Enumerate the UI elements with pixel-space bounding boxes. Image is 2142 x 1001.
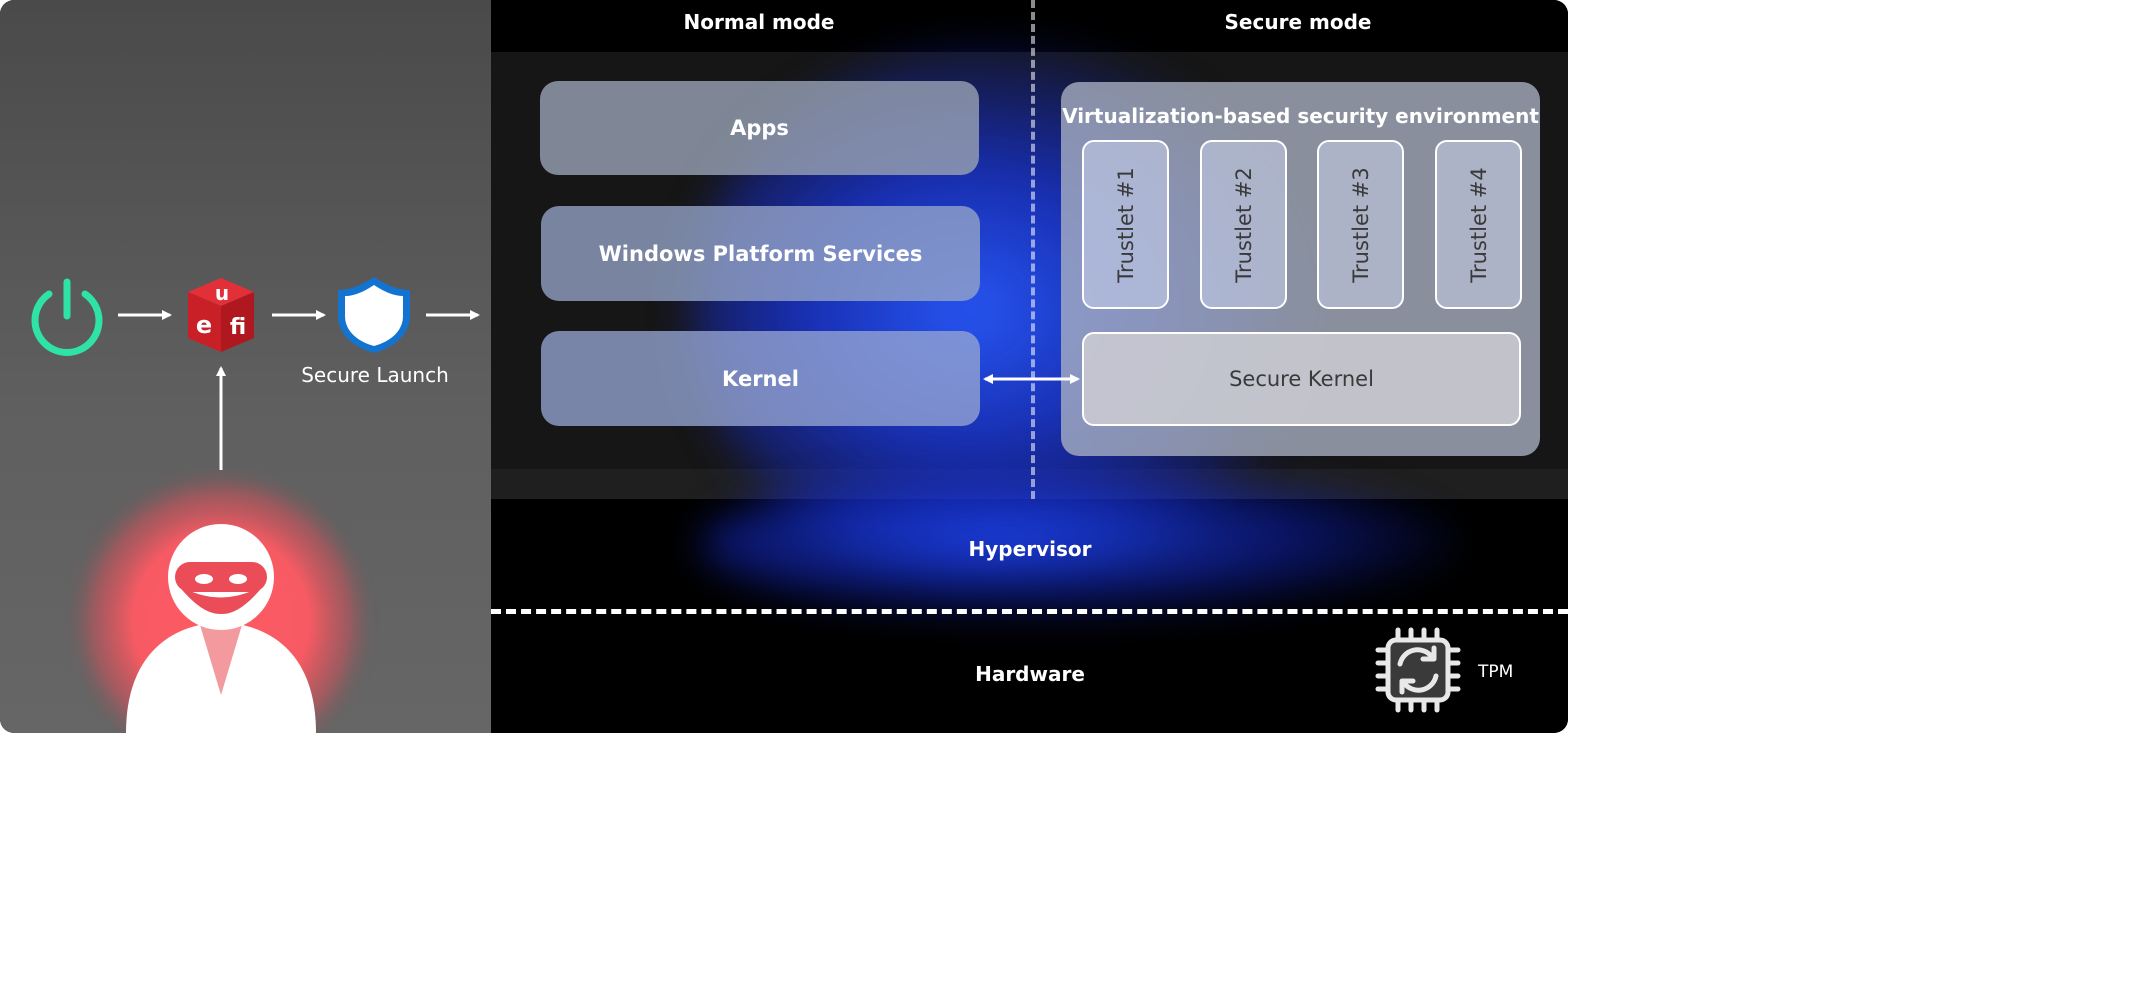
trustlet-4: Trustlet #4 xyxy=(1435,140,1522,309)
power-icon xyxy=(31,278,103,356)
secure-kernel-box: Secure Kernel xyxy=(1082,332,1521,426)
kernel-box: Kernel xyxy=(541,331,980,426)
hardware-divider xyxy=(491,609,1568,614)
hypervisor-label: Hypervisor xyxy=(968,537,1092,561)
platform-services-box: Windows Platform Services xyxy=(541,206,980,301)
trustlet-2: Trustlet #2 xyxy=(1200,140,1287,309)
diagram-graphics: u e fi xyxy=(31,277,1461,733)
uefi-logo: u e fi xyxy=(188,278,254,352)
hardware-label: Hardware xyxy=(975,662,1085,686)
trustlet-1: Trustlet #1 xyxy=(1082,140,1169,309)
normal-mode-header: Normal mode xyxy=(683,10,835,34)
svg-text:e: e xyxy=(196,311,212,339)
mode-divider xyxy=(1031,0,1035,499)
tpm-chip-icon xyxy=(1375,627,1461,713)
trustlet-3: Trustlet #3 xyxy=(1317,140,1404,309)
shield-icon xyxy=(338,277,410,353)
secure-launch-label: Secure Launch xyxy=(301,363,449,387)
svg-text:u: u xyxy=(215,281,229,305)
secure-boot-diagram: Normal mode Secure mode Apps Windows Pla… xyxy=(0,0,1568,733)
tpm-label: TPM xyxy=(1478,662,1514,682)
svg-text:fi: fi xyxy=(230,315,246,340)
attacker-icon xyxy=(61,366,381,733)
apps-box: Apps xyxy=(540,81,979,175)
secure-mode-header: Secure mode xyxy=(1224,10,1372,34)
vbs-title: Virtualization-based security environmen… xyxy=(1062,104,1539,128)
